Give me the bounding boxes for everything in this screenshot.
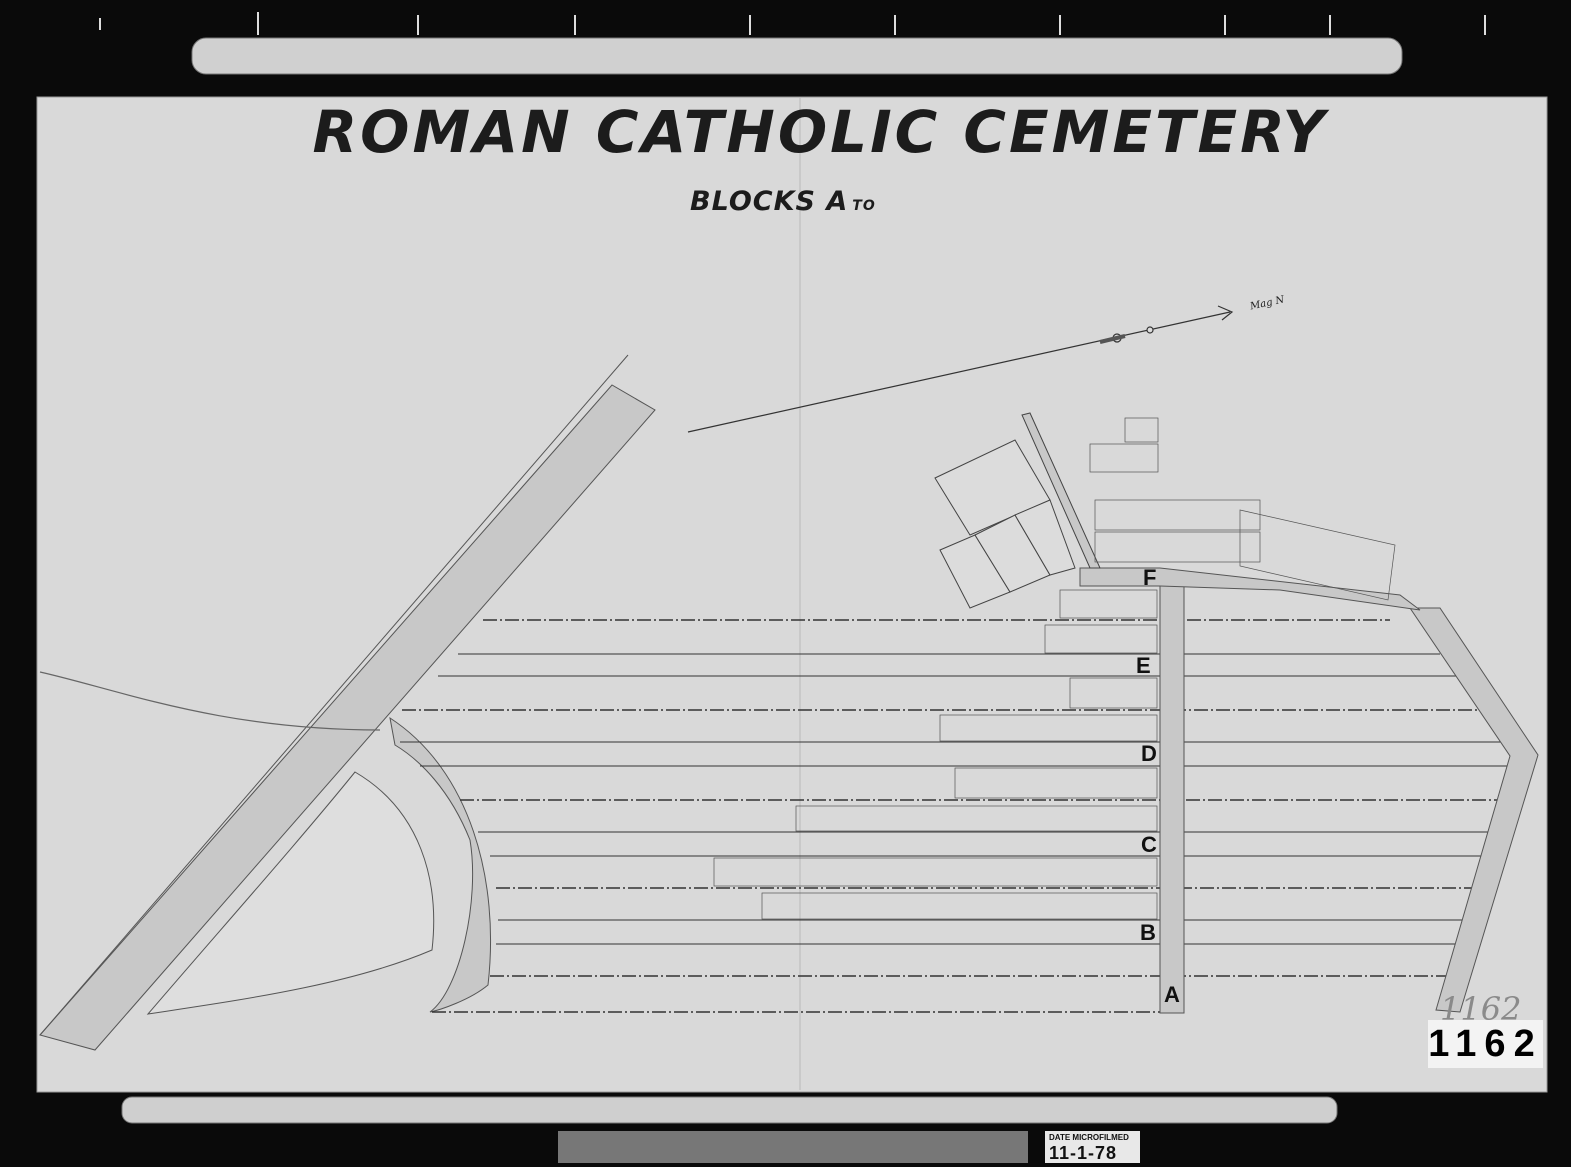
north-arrow [687, 305, 1234, 433]
block-label-f: F [1143, 565, 1157, 590]
creek-line [39, 671, 381, 731]
church-lots [934, 412, 1101, 609]
film-rail-top [99, 12, 1486, 75]
subtitle-suffix: TO [852, 198, 876, 214]
east-road [1409, 607, 1539, 1013]
stamp-label: DATE MICROFILMED [1049, 1133, 1129, 1142]
block-label-d: D [1141, 741, 1157, 766]
microfilm-date-stamp: DATE MICROFILMED 11-1-78 [1045, 1131, 1140, 1163]
film-rail-bottom [121, 1096, 1338, 1124]
block-label-b: B [1140, 920, 1156, 945]
stamp-date: 11-1-78 [1049, 1143, 1118, 1163]
north-road [1079, 567, 1421, 611]
grave-plots [713, 417, 1396, 920]
block-label-e: E [1136, 653, 1151, 678]
microfilm-strip [558, 1131, 1028, 1163]
map-title: ROMAN CATHOLIC CEMETERY [312, 98, 1328, 166]
block-label-c: C [1141, 832, 1157, 857]
sheet-number: 1162 [1428, 1020, 1543, 1068]
block-rows [400, 619, 1514, 1013]
subtitle-text: BLOCKS A [690, 186, 849, 217]
triangle-lot [146, 771, 435, 1015]
diagonal-road [39, 384, 656, 1051]
central-avenue [1159, 584, 1185, 1014]
block-label-a: A [1164, 982, 1180, 1007]
curved-drive [389, 716, 491, 1013]
